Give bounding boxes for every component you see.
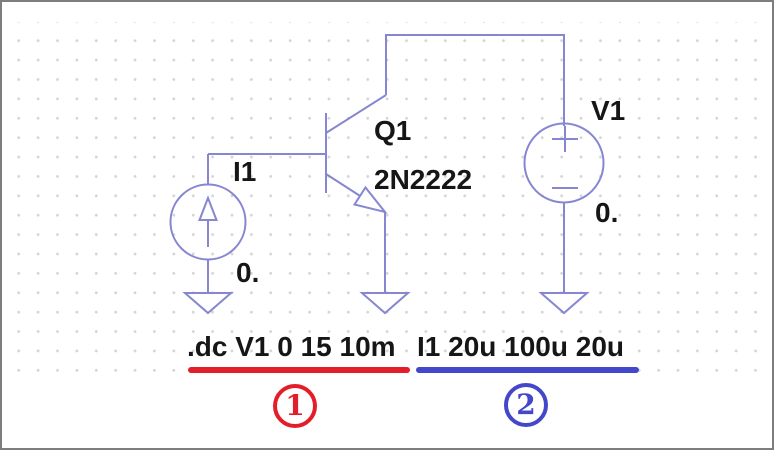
transistor-collector-line — [326, 95, 386, 133]
npn-transistor-q1[interactable] — [326, 95, 386, 212]
label-q1-ref[interactable]: Q1 — [374, 115, 412, 146]
label-v1-ref[interactable]: V1 — [591, 95, 626, 126]
label-v1-value[interactable]: 0. — [595, 197, 619, 228]
wire-collector-to-v1[interactable] — [386, 35, 564, 126]
voltage-source-v1[interactable] — [525, 124, 604, 203]
transistor-emitter-arrow-icon — [355, 188, 386, 213]
ground-symbol-i1[interactable] — [185, 293, 231, 313]
annotation-number-2: 2 — [516, 388, 536, 421]
label-i1-value[interactable]: 0. — [236, 257, 260, 288]
label-i1-ref[interactable]: I1 — [233, 156, 257, 187]
annotation-underline-red — [188, 367, 410, 373]
current-source-i1[interactable] — [171, 185, 246, 260]
annotation-underline-blue — [416, 367, 639, 373]
ground-symbol-v1[interactable] — [541, 293, 587, 313]
spice-directive-dc-sweep[interactable]: .dc V1 0 15 10m — [187, 331, 396, 362]
label-q1-model[interactable]: 2N2222 — [374, 164, 473, 195]
plus-sign-icon — [552, 126, 578, 152]
spice-directive-current-list[interactable]: I1 20u 100u 20u — [417, 331, 625, 362]
voltage-source-circle — [525, 124, 604, 203]
ground-symbol-emitter[interactable] — [362, 293, 408, 313]
current-arrow-head-icon — [200, 198, 217, 220]
annotation-circle-1: 1 — [273, 384, 317, 428]
annotation-number-1: 1 — [285, 389, 305, 422]
annotation-circle-2: 2 — [504, 383, 548, 427]
current-source-circle — [171, 185, 246, 260]
